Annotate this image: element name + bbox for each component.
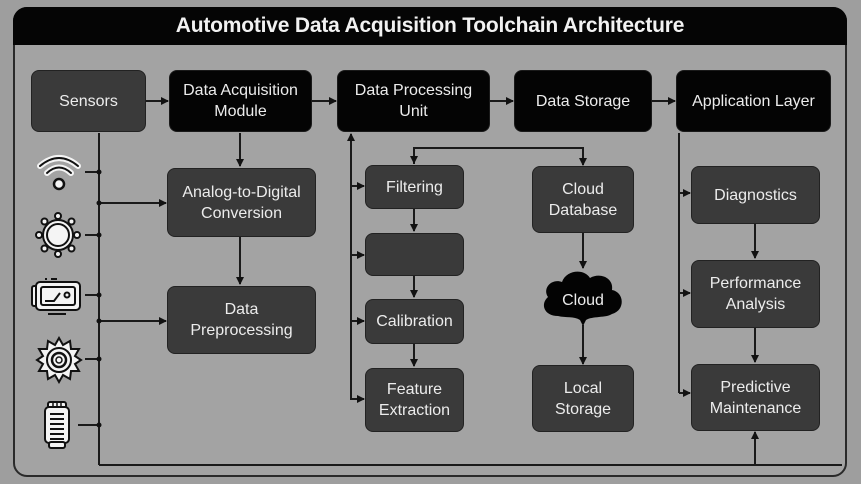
- cloud-label-box: Cloud: [538, 286, 628, 314]
- sensors-box[interactable]: Sensors: [31, 70, 146, 132]
- application-layer-box[interactable]: Application Layer: [676, 70, 831, 132]
- cloud-label: Cloud: [562, 291, 604, 309]
- filtering-box[interactable]: Filtering: [365, 165, 464, 209]
- data-acquisition-module-label: Data Acquisition Module: [183, 82, 298, 120]
- adc-box[interactable]: Analog-to-Digital Conversion: [167, 168, 316, 237]
- cloud-database-box[interactable]: Cloud Database: [532, 166, 634, 233]
- diagnostics-box[interactable]: Diagnostics: [691, 166, 820, 224]
- data-preprocessing-label: Data Preprocessing: [190, 301, 293, 339]
- application-layer-label: Application Layer: [692, 92, 815, 110]
- feature-extraction-label: Feature Extraction: [378, 381, 451, 419]
- cloud-database-label: Cloud Database: [548, 180, 618, 219]
- data-preprocessing-box[interactable]: Data Preprocessing: [167, 286, 316, 354]
- calibration-label: Calibration: [376, 313, 453, 330]
- sun-sensor-icon: [35, 212, 81, 258]
- adc-label: Analog-to-Digital Conversion: [182, 183, 301, 222]
- data-storage-label: Data Storage: [535, 92, 631, 110]
- cloud-icon[interactable]: [538, 266, 628, 328]
- data-processing-unit-box[interactable]: Data Processing Unit: [337, 70, 490, 132]
- diagnostics-label: Diagnostics: [714, 186, 797, 204]
- data-storage-box[interactable]: Data Storage: [514, 70, 652, 132]
- performance-analysis-box[interactable]: Performance Analysis: [691, 260, 820, 328]
- local-storage-box[interactable]: Local Storage: [532, 365, 634, 432]
- title-bar: Automotive Data Acquisition Toolchain Ar…: [13, 7, 847, 45]
- wifi-icon: [37, 155, 81, 191]
- calibration-box[interactable]: Calibration: [365, 299, 464, 344]
- battery-module-icon: [44, 401, 70, 449]
- unlabeled-processing-box[interactable]: [365, 233, 464, 276]
- sensors-label: Sensors: [59, 92, 118, 110]
- diagram-title: Automotive Data Acquisition Toolchain Ar…: [175, 14, 685, 37]
- local-storage-label: Local Storage: [554, 379, 612, 418]
- filtering-label: Filtering: [386, 178, 443, 196]
- predictive-maintenance-label: Predictive Maintenance: [709, 378, 802, 417]
- performance-analysis-label: Performance Analysis: [709, 275, 802, 313]
- gear-sensor-icon: [35, 336, 83, 384]
- feature-extraction-box[interactable]: Feature Extraction: [365, 368, 464, 432]
- predictive-maintenance-box[interactable]: Predictive Maintenance: [691, 364, 820, 431]
- data-acquisition-module-box[interactable]: Data Acquisition Module: [169, 70, 312, 132]
- switch-module-icon: [31, 278, 81, 315]
- data-processing-unit-label: Data Processing Unit: [354, 82, 473, 120]
